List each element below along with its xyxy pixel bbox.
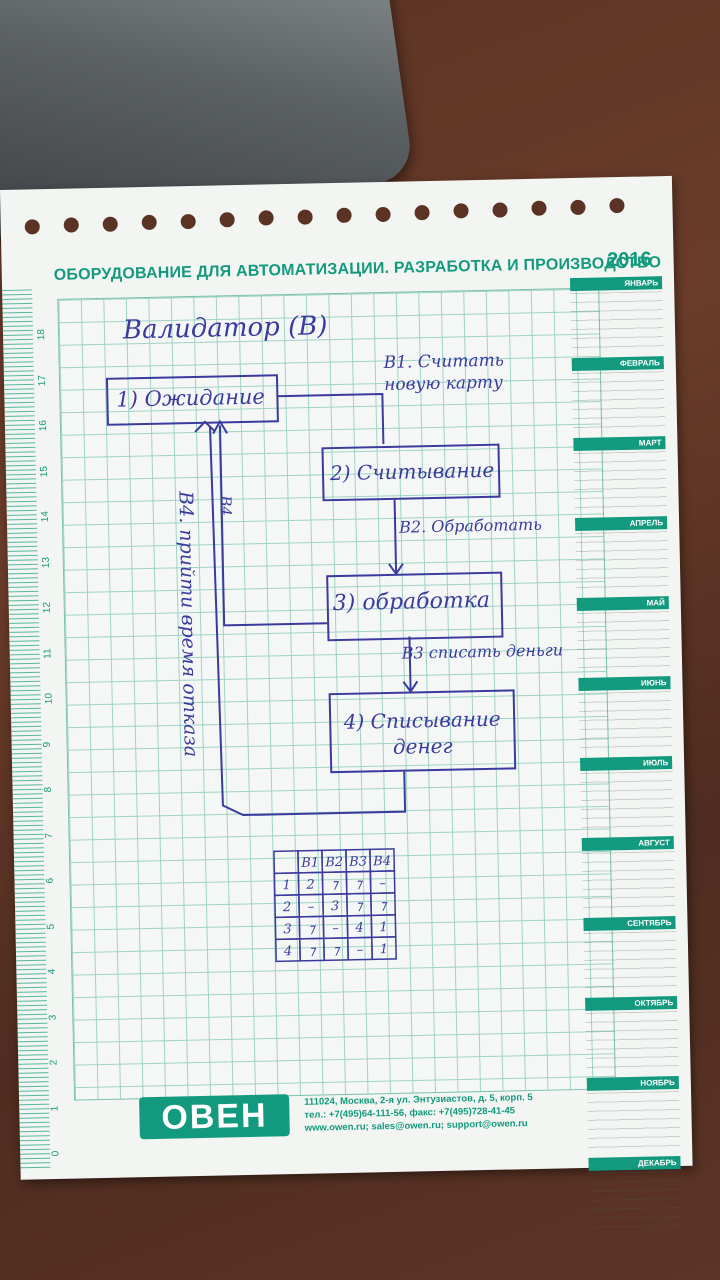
arrow-3-1: [212, 419, 228, 435]
edge-3-1: [218, 425, 328, 627]
state-charging: 4) Списывание денег: [328, 689, 517, 774]
table-cell: –: [308, 900, 315, 915]
table-cell: 2: [305, 878, 315, 893]
edge-3-4: [408, 636, 412, 690]
table-cell: 3: [283, 922, 292, 937]
transition-b1: В1. Считать новую карту: [383, 350, 505, 395]
state-processing: 3) обработка: [326, 571, 504, 642]
table-cell: 2: [282, 900, 292, 915]
table-cell: 3: [331, 899, 340, 914]
table-cell: –: [332, 921, 339, 936]
edge-1-2: [276, 393, 385, 445]
table-header-cell: В2: [324, 855, 343, 870]
table-cell: ⁊: [356, 899, 364, 914]
transition-b3: В3 списать деньги: [401, 640, 564, 663]
arrow-3-4: [402, 680, 419, 694]
arrow-2-3: [388, 563, 404, 576]
table-cell: –: [379, 876, 386, 891]
handwritten-diagram: Валидатор (В) 1) Ожидание 2) Считывание …: [0, 176, 693, 1180]
table-cell: 1: [380, 942, 389, 957]
notebook-page: ОБОРУДОВАНИЕ ДЛЯ АВТОМАТИЗАЦИИ. РАЗРАБОТ…: [0, 175, 693, 1231]
table-cell: ⁊: [309, 944, 317, 959]
state-waiting-label: 1) Ожидание: [116, 384, 266, 412]
edge-2-3: [393, 499, 398, 572]
table-cell: ⁊: [380, 898, 388, 913]
table-header-cell: В1: [300, 855, 319, 870]
connector-lines: [194, 393, 419, 817]
state-reading: 2) Считывание: [321, 443, 501, 502]
table-cell: –: [357, 943, 364, 958]
transition-b2: В2. Обработать: [398, 514, 543, 537]
table-cell-border: [370, 936, 397, 961]
state-waiting: 1) Ожидание: [105, 374, 279, 426]
table-cell: ⁊: [331, 877, 339, 892]
table-cell: 4: [354, 921, 364, 936]
table-cell: 1: [379, 920, 388, 935]
calendar-days: [588, 1170, 682, 1231]
table-header-cell: В4: [372, 854, 391, 869]
arrow-4-1: [194, 420, 216, 433]
state-charging-label: 4) Списывание денег: [343, 706, 501, 759]
table-cell-border: [273, 850, 300, 875]
diagram-title: Валидатор (В): [122, 311, 328, 346]
table-header-cell: В3: [348, 854, 367, 869]
transition-b4: В4: [216, 495, 235, 517]
table-cell: 1: [282, 878, 291, 893]
edge-4-1: [208, 425, 407, 817]
state-processing-label: 3) обработка: [332, 587, 491, 617]
table-cell: ⁊: [333, 943, 341, 958]
state-reading-label: 2) Считывание: [329, 457, 495, 486]
table-cell: ⁊: [308, 922, 316, 937]
table-cell: ⁊: [355, 877, 363, 892]
table-cell: 4: [283, 944, 293, 959]
